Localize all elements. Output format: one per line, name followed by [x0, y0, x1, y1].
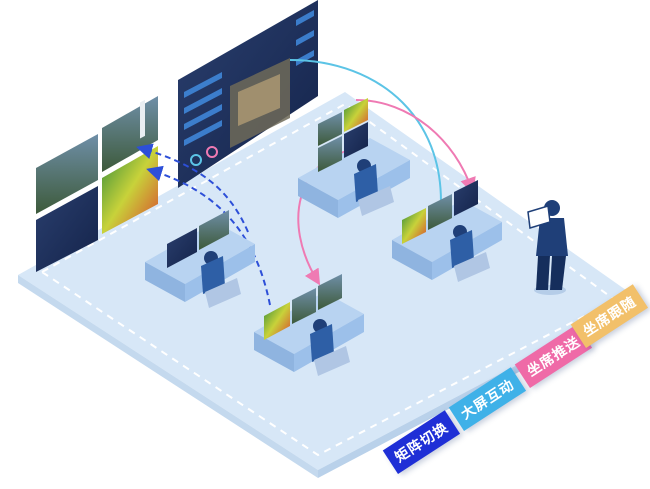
workstation-2 — [254, 274, 364, 376]
arrow-push-1 — [355, 99, 476, 194]
workstation-3 — [298, 98, 410, 218]
workstation-1 — [145, 210, 255, 308]
arrow-matrix-1 — [136, 143, 249, 233]
video-wall — [36, 0, 318, 272]
flow-arrows — [136, 59, 476, 306]
standing-operator — [527, 200, 568, 295]
arrow-big-screen — [289, 59, 450, 224]
workstation-4 — [392, 180, 502, 282]
